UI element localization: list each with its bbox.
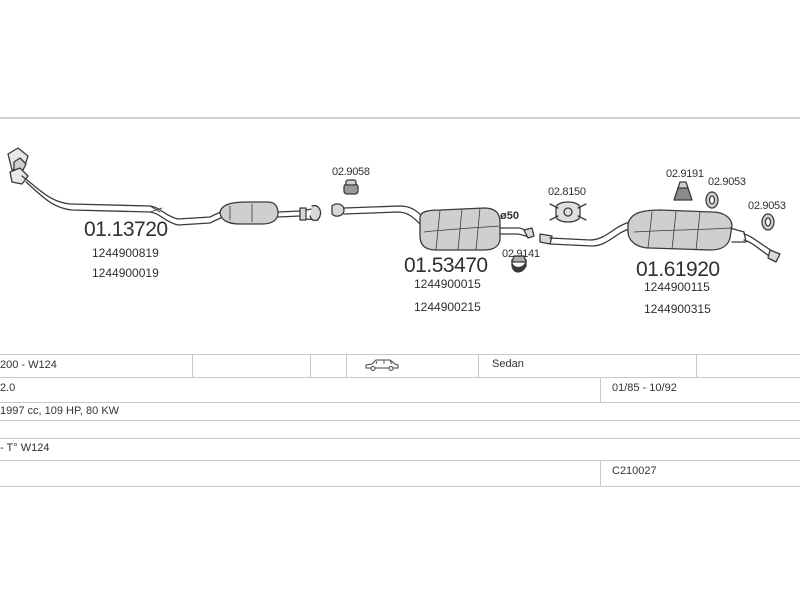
middle-silencer-code: 01.53470	[404, 254, 488, 277]
exhaust-system-drawing	[7, 147, 781, 273]
column-divider	[696, 354, 697, 377]
vehicle-body: Sedan	[492, 358, 524, 370]
accessory-02-9053-b	[761, 213, 775, 231]
column-divider	[192, 354, 193, 377]
front-pipe-part	[7, 147, 322, 226]
table-row	[0, 438, 800, 439]
column-divider	[346, 354, 347, 377]
table-row	[0, 377, 800, 378]
accessory-label-02-9053-b: 02.9053	[748, 200, 786, 212]
column-divider	[600, 460, 601, 486]
table-row	[0, 420, 800, 421]
front-pipe-ref-2: 1244900019	[92, 266, 159, 280]
rear-silencer-ref-2: 1244900315	[644, 302, 711, 316]
car-sedan-icon	[364, 358, 400, 377]
vehicle-specs: 1997 cc, 109 HP, 80 KW	[0, 405, 120, 417]
table-row	[0, 460, 800, 461]
rear-silencer-code: 01.61920	[636, 258, 720, 281]
accessory-label-02-9053-a: 02.9053	[708, 176, 746, 188]
accessory-02-9141	[511, 255, 527, 273]
accessory-label-02-9058: 02.9058	[332, 166, 370, 178]
middle-silencer-ref-1: 1244900015	[414, 277, 481, 291]
middle-silencer-ref-2: 1244900215	[414, 300, 481, 314]
column-divider	[478, 354, 479, 377]
accessory-02-9191	[673, 181, 693, 201]
front-pipe-code: 01.13720	[84, 218, 168, 241]
accessory-label-02-9191: 02.9191	[666, 168, 704, 180]
catalog-number: C210027	[612, 465, 657, 477]
vehicle-years: 01/85 - 10/92	[612, 382, 677, 394]
rear-silencer-part	[539, 209, 781, 263]
rear-silencer-ref-1: 1244900115	[644, 280, 710, 294]
table-row	[0, 354, 800, 355]
table-row	[0, 402, 800, 403]
exhaust-diagram: 01.13720 1244900819 1244900019 01.53470 …	[0, 120, 800, 350]
middle-silencer-part	[331, 203, 535, 251]
vehicle-type: - T° W124	[0, 442, 50, 454]
accessory-02-9058	[343, 179, 359, 195]
column-divider	[310, 354, 311, 377]
accessory-label-02-9141: 02.9141	[502, 248, 540, 260]
front-pipe-ref-1: 1244900819	[92, 246, 159, 260]
table-row	[0, 486, 800, 487]
accessory-label-02-8150: 02.8150	[548, 186, 586, 198]
vehicle-engine: 2.0	[0, 382, 16, 394]
diameter-label: ø50	[500, 210, 519, 222]
vehicle-model: 200 - W124	[0, 359, 57, 371]
accessory-02-9053-a	[705, 191, 719, 209]
top-divider	[0, 117, 800, 119]
column-divider	[600, 377, 601, 402]
accessory-02-8150	[549, 201, 587, 223]
